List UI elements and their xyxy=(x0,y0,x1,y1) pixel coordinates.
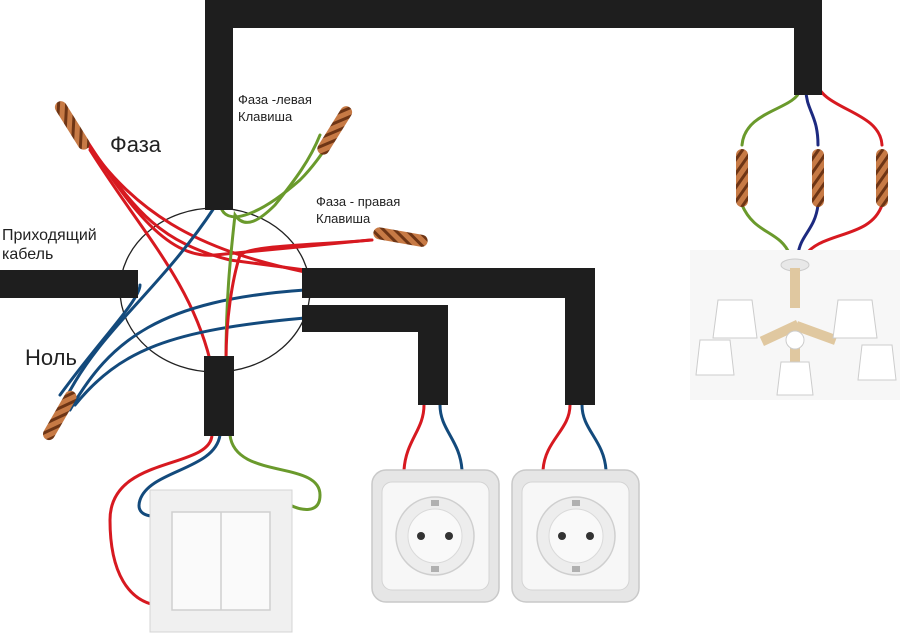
phase-wire-to-switch-box xyxy=(88,148,212,362)
label-neutral: Ноль xyxy=(25,345,77,370)
switch-neutral-pass xyxy=(137,433,222,518)
copper-twist-neutral xyxy=(43,390,77,441)
switch-cable xyxy=(204,356,234,436)
chandelier-icon xyxy=(690,250,900,400)
neutral-wire-to-sockets xyxy=(68,288,307,412)
switch-output-left xyxy=(228,433,322,511)
socket2-cable xyxy=(302,268,595,405)
neutral-wire-lower xyxy=(73,316,307,407)
socket1-cable xyxy=(302,305,448,405)
label-phase: Фаза xyxy=(110,132,162,157)
copper-twist-left-key xyxy=(317,106,353,155)
chandelier-green-lead xyxy=(740,203,792,257)
label-phase-right-line1: Фаза - правая xyxy=(316,194,400,209)
ceiling-green-lead xyxy=(740,88,802,147)
socket2-neutral xyxy=(580,403,608,472)
phase-wire-incoming xyxy=(73,123,307,274)
copper-twist-right-key xyxy=(373,227,428,247)
ceiling-cable xyxy=(205,0,822,210)
double-switch-icon xyxy=(149,489,293,633)
label-phase-right-line2: Клавиша xyxy=(316,211,371,226)
ceiling-red-lead xyxy=(814,78,884,147)
socket-icon xyxy=(371,469,500,603)
label-incoming-line2: кабель xyxy=(2,246,53,263)
label-incoming-line1: Приходящий xyxy=(2,227,97,244)
neutral-wire-to-ceiling xyxy=(63,206,216,402)
socket-icon-2 xyxy=(511,469,640,603)
socket1-phase xyxy=(402,403,426,472)
label-phase-left-line1: Фаза -левая xyxy=(238,92,312,107)
copper-twist-ceiling-1 xyxy=(736,149,748,207)
switched-wire-right-key xyxy=(224,238,374,362)
switched-wire-left-key xyxy=(224,133,322,362)
label-phase-left-line2: Клавиша xyxy=(238,109,293,124)
socket2-phase xyxy=(541,403,572,472)
incoming-cable xyxy=(0,270,138,298)
copper-twist-ceiling-2 xyxy=(812,149,824,207)
copper-twists xyxy=(43,101,888,441)
cables xyxy=(0,0,822,436)
switch-phase-in xyxy=(108,433,214,607)
neutral-wire-incoming xyxy=(58,283,142,397)
copper-twist-ceiling-3 xyxy=(876,149,888,207)
ceiling-navy-lead xyxy=(804,88,820,147)
copper-twist-phase xyxy=(54,101,90,150)
socket1-neutral xyxy=(438,403,464,472)
